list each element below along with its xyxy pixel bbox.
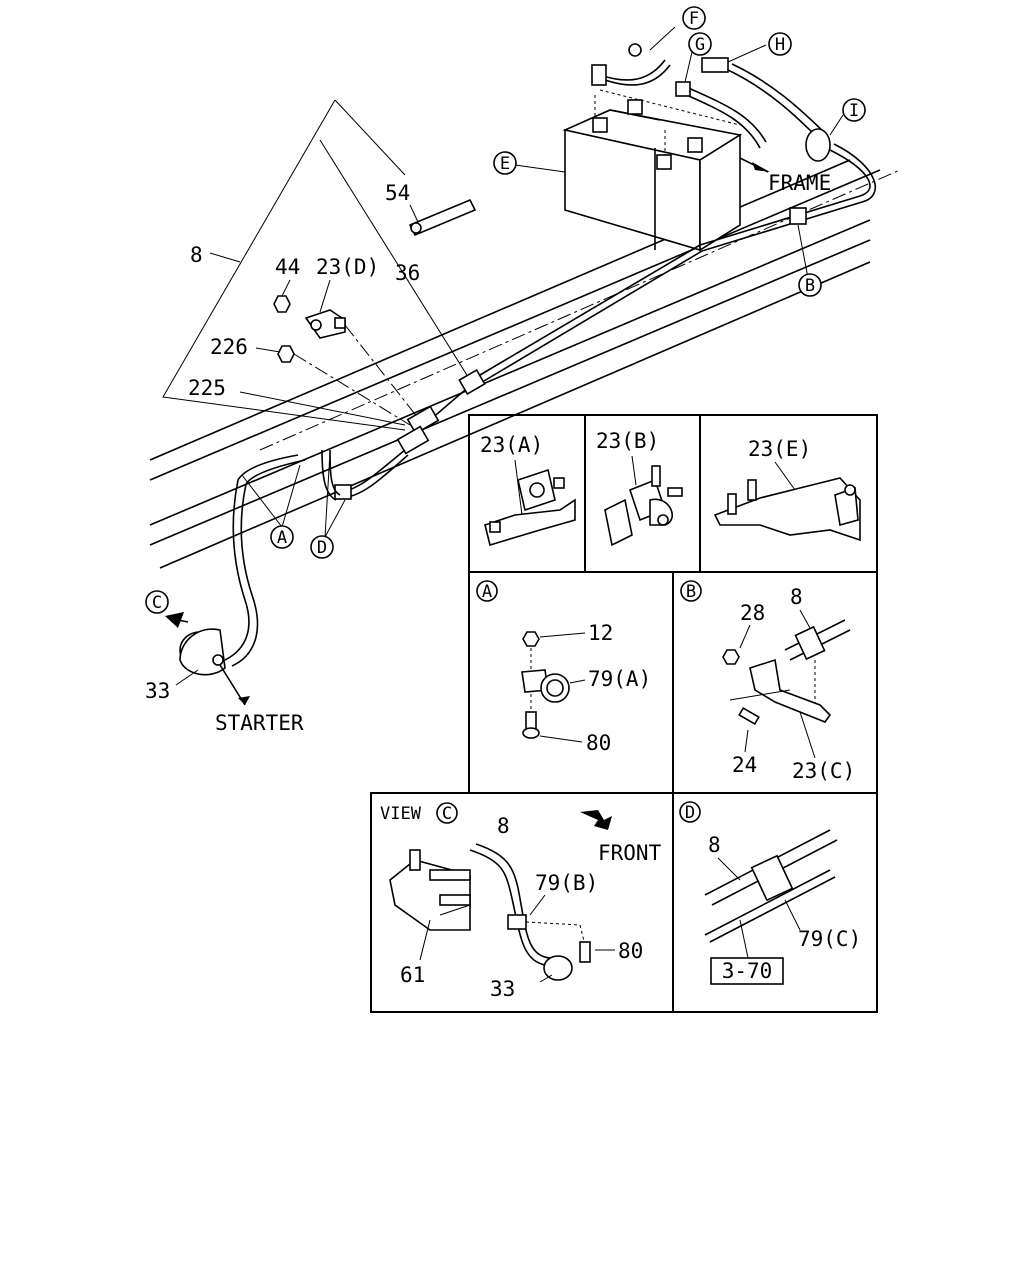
callout-circle-i: I [842, 98, 866, 122]
part-23d-label: 23(D) [316, 255, 379, 279]
svg-text:61: 61 [400, 963, 425, 987]
main-view: F G H I E B A D [145, 6, 901, 735]
svg-text:79(A): 79(A) [588, 667, 651, 691]
battery-cables [479, 43, 877, 382]
callout-circle-a: A [270, 525, 294, 549]
callout-circle-h: H [768, 32, 792, 56]
svg-text:8: 8 [708, 833, 721, 857]
svg-text:H: H [775, 35, 785, 55]
part-44-label: 44 [275, 255, 300, 279]
svg-text:B: B [805, 276, 815, 296]
svg-text:D: D [685, 803, 695, 823]
svg-text:FRONT: FRONT [598, 841, 662, 865]
callout-circle-f: F [682, 6, 706, 30]
svg-text:12: 12 [588, 621, 613, 645]
leader-lines [175, 26, 844, 686]
svg-text:79(C): 79(C) [798, 927, 861, 951]
svg-text:E: E [500, 154, 510, 174]
callout-circle-g: G [688, 32, 712, 56]
svg-text:G: G [695, 35, 705, 55]
svg-text:VIEW: VIEW [380, 804, 422, 824]
svg-text:I: I [849, 101, 859, 121]
detail-panels [370, 414, 878, 1013]
panel-23b: 23(B) [596, 429, 683, 547]
svg-text:F: F [689, 9, 699, 29]
detail-d: D 8 79(C) 3-70 [679, 801, 861, 985]
svg-text:23(C): 23(C) [792, 759, 855, 783]
svg-text:23(A): 23(A) [480, 433, 543, 457]
svg-text:8: 8 [497, 814, 510, 838]
battery [562, 89, 743, 252]
view-c: VIEW C 8 FRONT 61 80 79(B) 33 [380, 802, 662, 1001]
explode-triangle [162, 99, 471, 431]
part-36-label: 36 [395, 261, 420, 285]
svg-text:A: A [277, 528, 287, 548]
starter-label: STARTER [215, 711, 304, 735]
svg-text:D: D [317, 538, 327, 558]
svg-text:24: 24 [732, 753, 757, 777]
callout-circle-d: D [310, 535, 334, 559]
part-226-label: 226 [210, 335, 248, 359]
svg-text:23(B): 23(B) [596, 429, 659, 453]
svg-text:23(E): 23(E) [748, 437, 811, 461]
detail-b: B 28 8 24 23(C) [680, 580, 855, 783]
panel-23a: 23(A) [480, 433, 576, 547]
part-225-label: 225 [188, 376, 226, 400]
svg-text:C: C [152, 593, 162, 613]
svg-text:33: 33 [490, 977, 515, 1001]
svg-text:A: A [482, 582, 492, 602]
callout-circle-e: E [493, 151, 517, 175]
svg-text:28: 28 [740, 601, 765, 625]
part-33-label: 33 [145, 679, 170, 703]
svg-text:C: C [442, 804, 452, 824]
detail-a: A 12 79(A) 80 [476, 580, 651, 755]
part-54-label: 54 [385, 181, 410, 205]
part-8-label: 8 [190, 243, 203, 267]
svg-text:79(B): 79(B) [535, 871, 598, 895]
svg-text:B: B [686, 582, 696, 602]
panel-23e: 23(E) [713, 437, 861, 542]
frame-label: FRAME [768, 171, 831, 195]
svg-text:80: 80 [618, 939, 643, 963]
svg-text:8: 8 [790, 585, 803, 609]
callout-circle-c: C [145, 590, 169, 614]
svg-text:3-70: 3-70 [722, 959, 773, 983]
svg-text:80: 80 [586, 731, 611, 755]
callout-circle-b: B [798, 273, 822, 297]
triangle-parts [273, 198, 477, 426]
starter-harness [165, 368, 486, 706]
